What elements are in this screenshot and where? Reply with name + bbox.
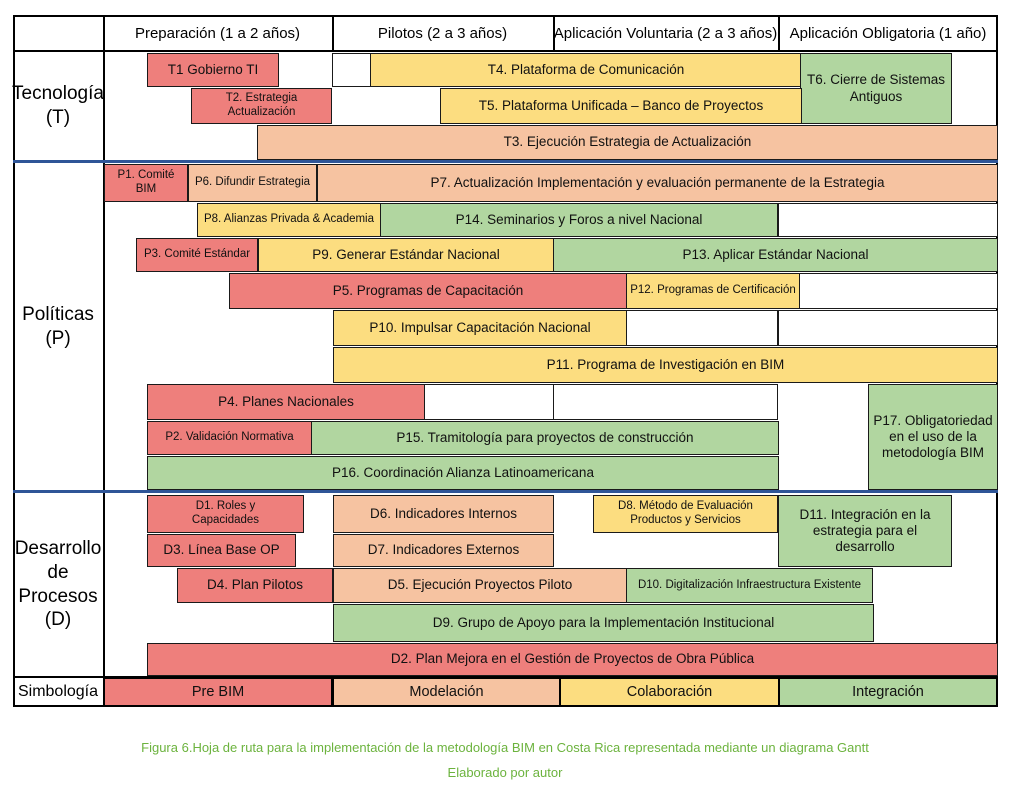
phase-header-voluntaria: Aplicación Voluntaria (2 a 3 años) — [553, 24, 778, 42]
task-d6: D6. Indicadores Internos — [333, 495, 554, 533]
category-simbologia: Simbología — [17, 683, 99, 700]
empty-slot — [332, 53, 372, 87]
task-t4: T4. Plataforma de Comunicación — [370, 53, 802, 87]
category-tecnologia: Tecnología (T) — [12, 83, 104, 128]
task-d7: D7. Indicadores Externos — [333, 534, 554, 567]
legend-pre-bim: Pre BIM — [103, 677, 333, 707]
legend-modelacion: Modelación — [332, 677, 561, 707]
task-d10: D10. Digitalización Infraestructura Exis… — [626, 568, 873, 603]
task-d3: D3. Línea Base OP — [147, 534, 296, 567]
section-separator — [13, 490, 998, 493]
empty-slot — [424, 384, 554, 420]
task-p3: P3. Comité Estándar — [136, 238, 258, 272]
figure-credit: Elaborado por autor — [447, 765, 563, 780]
category-procesos: Desarrollo de Procesos (D) — [14, 538, 102, 631]
task-p17: P17. Obligatoriedad en el uso de la meto… — [868, 384, 998, 490]
task-p15: P15. Tramitología para proyectos de cons… — [311, 421, 779, 455]
figure-caption: Figura 6.Hoja de ruta para la implementa… — [141, 740, 869, 755]
grid-line — [103, 15, 105, 707]
task-d1: D1. Roles y Capacidades — [147, 495, 304, 533]
task-p8: P8. Alianzas Privada & Academia — [197, 203, 381, 237]
empty-slot — [799, 273, 998, 309]
category-politicas: Políticas (P) — [22, 303, 94, 349]
task-p14: P14. Seminarios y Foros a nivel Nacional — [380, 203, 778, 237]
empty-slot — [553, 384, 778, 420]
empty-slot — [778, 310, 998, 346]
task-p7: P7. Actualización Implementación y evalu… — [317, 164, 998, 202]
section-separator — [13, 160, 998, 163]
task-p4: P4. Planes Nacionales — [147, 384, 425, 420]
task-p9: P9. Generar Estándar Nacional — [258, 238, 554, 272]
phase-header-pilotos: Pilotos (2 a 3 años) — [377, 24, 508, 42]
legend-integracion: Integración — [778, 677, 998, 707]
task-t3: T3. Ejecución Estrategia de Actualizació… — [257, 125, 998, 160]
task-t6: T6. Cierre de Sistemas Antiguos — [800, 53, 952, 124]
task-t2: T2. Estrategia Actualización — [191, 88, 332, 124]
grid-line — [553, 15, 555, 51]
empty-slot — [778, 203, 998, 237]
phase-header-preparacion: Preparación (1 a 2 años) — [134, 24, 301, 42]
task-t5: T5. Plataforma Unificada – Banco de Proy… — [440, 88, 802, 124]
task-d4: D4. Plan Pilotos — [177, 568, 333, 603]
grid-line — [332, 15, 334, 51]
task-d11: D11. Integración en la estrategia para e… — [778, 495, 952, 567]
task-t1: T1 Gobierno TI — [147, 53, 279, 87]
grid-line — [778, 15, 780, 51]
task-p10: P10. Impulsar Capacitación Nacional — [333, 310, 627, 346]
task-p2: P2. Validación Normativa — [147, 421, 312, 455]
task-p5: P5. Programas de Capacitación — [229, 273, 627, 309]
task-d5: D5. Ejecución Proyectos Piloto — [333, 568, 627, 603]
task-p6: P6. Difundir Estrategia — [188, 164, 317, 202]
phase-header-obligatoria: Aplicación Obligatoria (1 año) — [789, 24, 987, 42]
task-d8: D8. Método de Evaluación Productos y Ser… — [593, 495, 778, 533]
task-p13: P13. Aplicar Estándar Nacional — [553, 238, 998, 272]
task-d2: D2. Plan Mejora en el Gestión de Proyect… — [147, 643, 998, 676]
task-p1: P1. Comité BIM — [104, 164, 188, 202]
task-p12: P12. Programas de Certificación — [626, 273, 800, 309]
empty-slot — [626, 310, 778, 346]
task-p16: P16. Coordinación Alianza Latinoamerican… — [147, 456, 779, 490]
task-p11: P11. Programa de Investigación en BIM — [333, 347, 998, 383]
task-d9: D9. Grupo de Apoyo para la Implementació… — [333, 604, 874, 642]
legend-colaboracion: Colaboración — [559, 677, 780, 707]
grid-line — [13, 50, 998, 52]
